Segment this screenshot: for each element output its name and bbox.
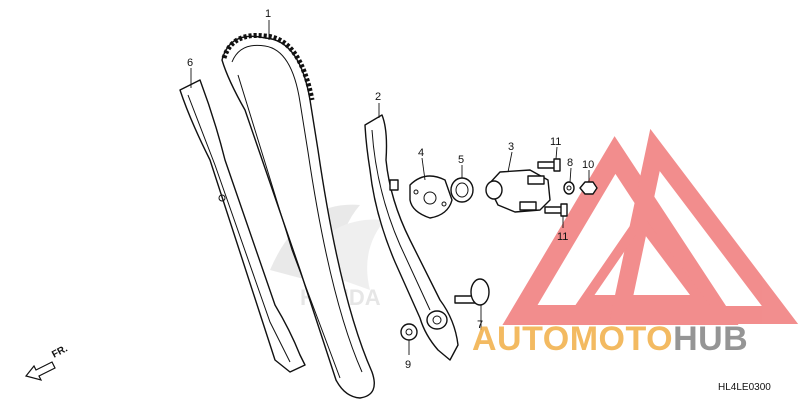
callout-5: 5 bbox=[458, 154, 464, 166]
tensioner-gasket bbox=[409, 175, 453, 219]
tensioner-pivot-bolt bbox=[454, 278, 490, 306]
callout-11-upper: 11 bbox=[550, 136, 561, 148]
watermark-part1: AUTOMOTO bbox=[472, 320, 673, 358]
callout-labels: 1 2 3 4 5 6 7 8 9 10 11 11 bbox=[187, 8, 594, 371]
callout-6: 6 bbox=[187, 57, 193, 69]
sealing-ring bbox=[450, 177, 474, 203]
callout-3: 3 bbox=[508, 141, 514, 153]
callout-9: 9 bbox=[405, 359, 411, 371]
front-label: FR. bbox=[50, 343, 70, 360]
cam-chain-tensioner-lifter bbox=[485, 169, 551, 213]
callout-11-lower: 11 bbox=[557, 231, 568, 243]
sealing-washer bbox=[563, 181, 575, 195]
flange-bolt-upper bbox=[537, 158, 561, 172]
cam-chain-guide bbox=[179, 79, 306, 373]
pivot-washer bbox=[400, 323, 418, 341]
cam-chain bbox=[221, 32, 375, 399]
callout-10: 10 bbox=[582, 159, 594, 171]
automotohub-text-watermark: AUTOMOTOHUB bbox=[472, 320, 748, 358]
callout-7: 7 bbox=[477, 319, 483, 331]
automotohub-triangle-logo bbox=[502, 128, 799, 325]
callout-2: 2 bbox=[375, 91, 381, 103]
cam-chain-tensioner-slider bbox=[364, 114, 459, 361]
tensioner-plug-bolt bbox=[579, 181, 598, 195]
watermark-part2: HUB bbox=[673, 320, 748, 358]
front-direction-indicator: FR. bbox=[24, 343, 70, 381]
callout-4: 4 bbox=[418, 147, 424, 159]
flange-bolt-lower bbox=[544, 203, 568, 217]
callout-1: 1 bbox=[265, 8, 271, 20]
svg-text:AUTOMOTOHUB: AUTOMOTOHUB bbox=[472, 320, 748, 358]
leader-lines bbox=[190, 20, 590, 355]
diagram-code: HL4LE0300 bbox=[718, 382, 771, 393]
callout-8: 8 bbox=[567, 157, 573, 169]
